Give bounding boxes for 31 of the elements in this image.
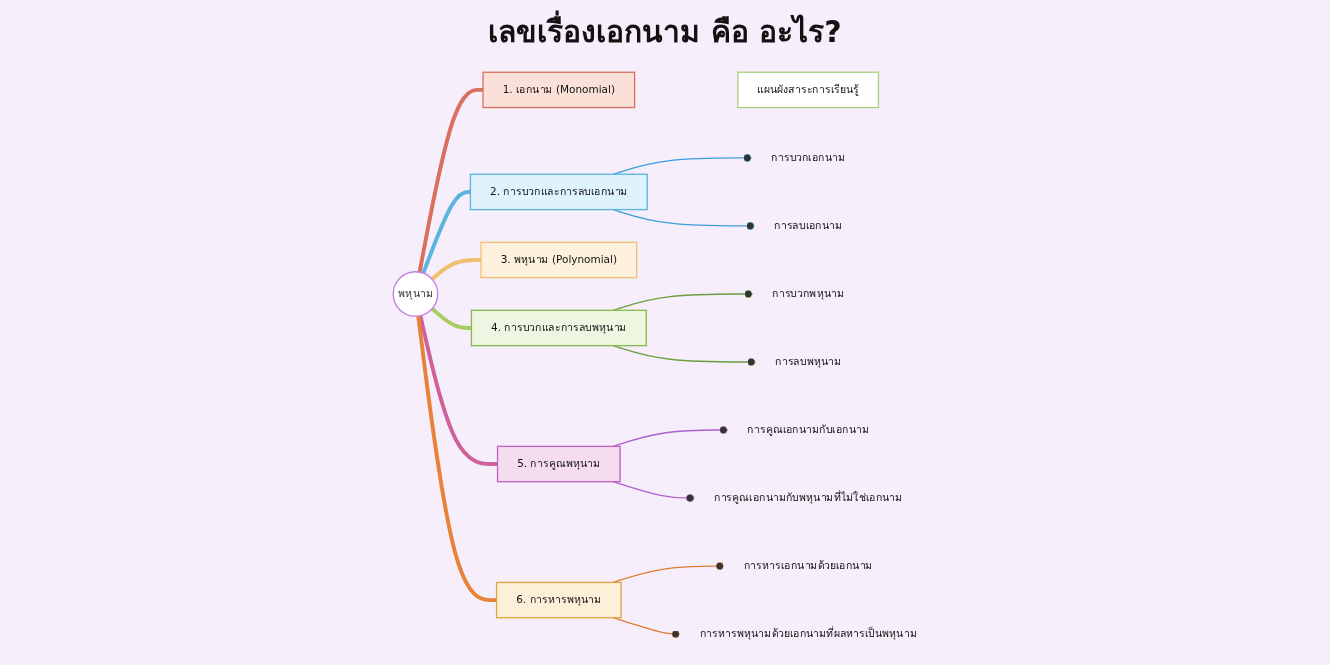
node-text: การหารเอกนามด้วยเอกนาม (743, 559, 873, 572)
node-text: การคูณเอกนามกับเอกนาม (747, 423, 870, 436)
connector (612, 426, 729, 448)
connector (612, 481, 696, 502)
connector (612, 153, 753, 175)
connector (421, 190, 471, 274)
node-box: 3. พหุนาม (Polynomial) (480, 241, 638, 279)
connector (612, 290, 754, 311)
node-text: การคูณเอกนามกับพหุนามที่ไม่ใช่เอกนาม (714, 491, 903, 504)
connector (612, 562, 725, 584)
node-box: 1. เอกนาม (Monomial) (482, 71, 636, 109)
node-text: การบวกพหุนาม (772, 287, 845, 300)
node-box: แผนผังสาระการเรียนรู้ (737, 71, 880, 109)
node-box: 5. การคูณพหุนาม (497, 445, 621, 483)
connector (416, 315, 497, 603)
node-text: การลบพหุนาม (775, 355, 842, 368)
connector (612, 617, 681, 639)
connector (417, 87, 484, 273)
node-text: การบวกเอกนาม (771, 151, 846, 164)
node-circle: พหุนาม (392, 271, 439, 317)
node-box: 2. การบวกและการลบเอกนาม (469, 173, 649, 211)
node-text: การลบเอกนาม (774, 219, 843, 232)
connector (431, 258, 482, 281)
connector (612, 345, 757, 366)
node-box: 6. การหารพหุนาม (496, 581, 622, 619)
node-box: 4. การบวกและการลบพหุนาม (470, 309, 648, 347)
connector (418, 315, 498, 466)
node-text: การหารพหุนามด้วยเอกนามที่ผลหารเป็นพหุนาม (699, 627, 917, 640)
connector (431, 307, 472, 330)
connector (612, 208, 756, 230)
title: เลขเรื่องเอกนาม คือ อะไร? (488, 8, 842, 55)
